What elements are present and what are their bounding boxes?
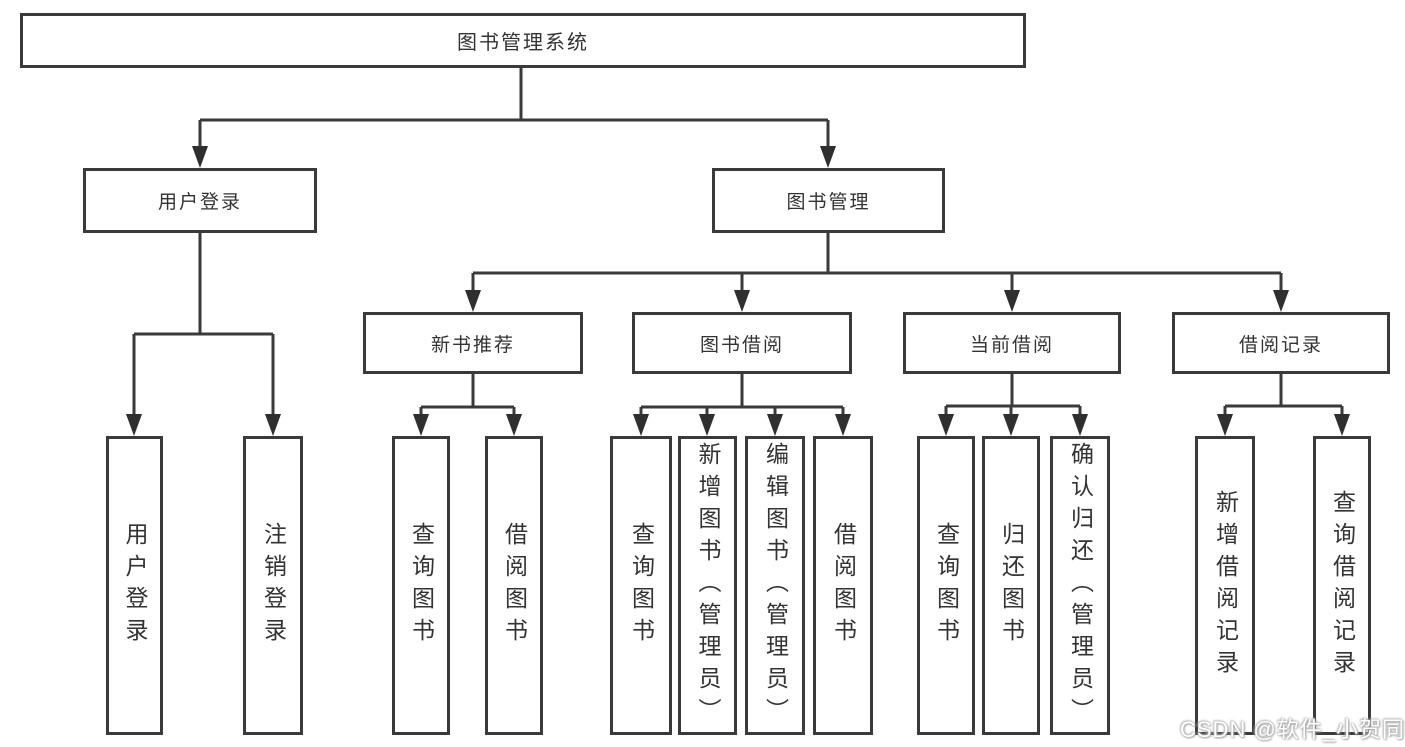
leaf-add-books-admin-label: 新增图书（管理员）: [695, 441, 721, 730]
leaf-borrow-books-label: 借阅图书: [830, 521, 857, 650]
leaf-query-books-borrow-label: 查询图书: [628, 521, 655, 650]
leaf-borrow-books-recommend-label: 借阅图书: [501, 521, 528, 650]
node-book-borrow-label: 图书借阅: [699, 334, 784, 356]
node-root-label: 图书管理系统: [457, 32, 589, 54]
node-user-login-label: 用户登录: [157, 192, 242, 213]
node-book-management: 图书管理: [712, 168, 945, 233]
node-borrow-records: 借阅记录: [1172, 312, 1390, 374]
leaf-edit-books-admin-label: 编辑图书（管理员）: [762, 441, 789, 730]
leaf-query-books-current-label: 查询图书: [933, 521, 960, 650]
leaf-user-login-label: 用户登录: [122, 521, 148, 650]
leaf-add-books-admin: 新增图书（管理员）: [678, 436, 737, 735]
leaf-logout-label: 注销登录: [260, 521, 287, 650]
node-new-book-recommend-label: 新书推荐: [430, 334, 515, 356]
node-book-borrow: 图书借阅: [632, 312, 852, 374]
leaf-query-books-current: 查询图书: [917, 436, 975, 735]
leaf-confirm-return-admin: 确认归还（管理员）: [1050, 436, 1110, 735]
csdn-watermark: CSDN @软件_小贺同学: [1180, 717, 1405, 742]
leaf-query-books-recommend-label: 查询图书: [408, 521, 435, 650]
leaf-query-books-borrow: 查询图书: [610, 436, 672, 735]
leaf-query-borrow-record: 查询借阅记录: [1313, 436, 1371, 735]
node-user-login: 用户登录: [83, 168, 317, 233]
leaf-query-books-recommend: 查询图书: [392, 436, 450, 735]
node-current-borrow-label: 当前借阅: [969, 334, 1054, 356]
leaf-query-borrow-record-label: 查询借阅记录: [1329, 489, 1356, 682]
leaf-add-borrow-record: 新增借阅记录: [1195, 436, 1255, 735]
leaf-borrow-books: 借阅图书: [813, 436, 873, 735]
node-borrow-records-label: 借阅记录: [1238, 334, 1323, 356]
node-book-management-label: 图书管理: [786, 192, 871, 213]
leaf-return-books: 归还图书: [982, 436, 1040, 735]
leaf-add-borrow-record-label: 新增借阅记录: [1212, 489, 1239, 682]
leaf-return-books-label: 归还图书: [998, 521, 1025, 650]
node-current-borrow: 当前借阅: [903, 312, 1121, 374]
leaf-user-login: 用户登录: [106, 436, 163, 735]
leaf-logout: 注销登录: [243, 436, 303, 735]
leaf-confirm-return-admin-label: 确认归还（管理员）: [1067, 441, 1094, 730]
leaf-borrow-books-recommend: 借阅图书: [485, 436, 543, 735]
node-root-system: 图书管理系统: [20, 13, 1026, 68]
node-new-book-recommend: 新书推荐: [363, 312, 583, 374]
leaf-edit-books-admin: 编辑图书（管理员）: [745, 436, 805, 735]
